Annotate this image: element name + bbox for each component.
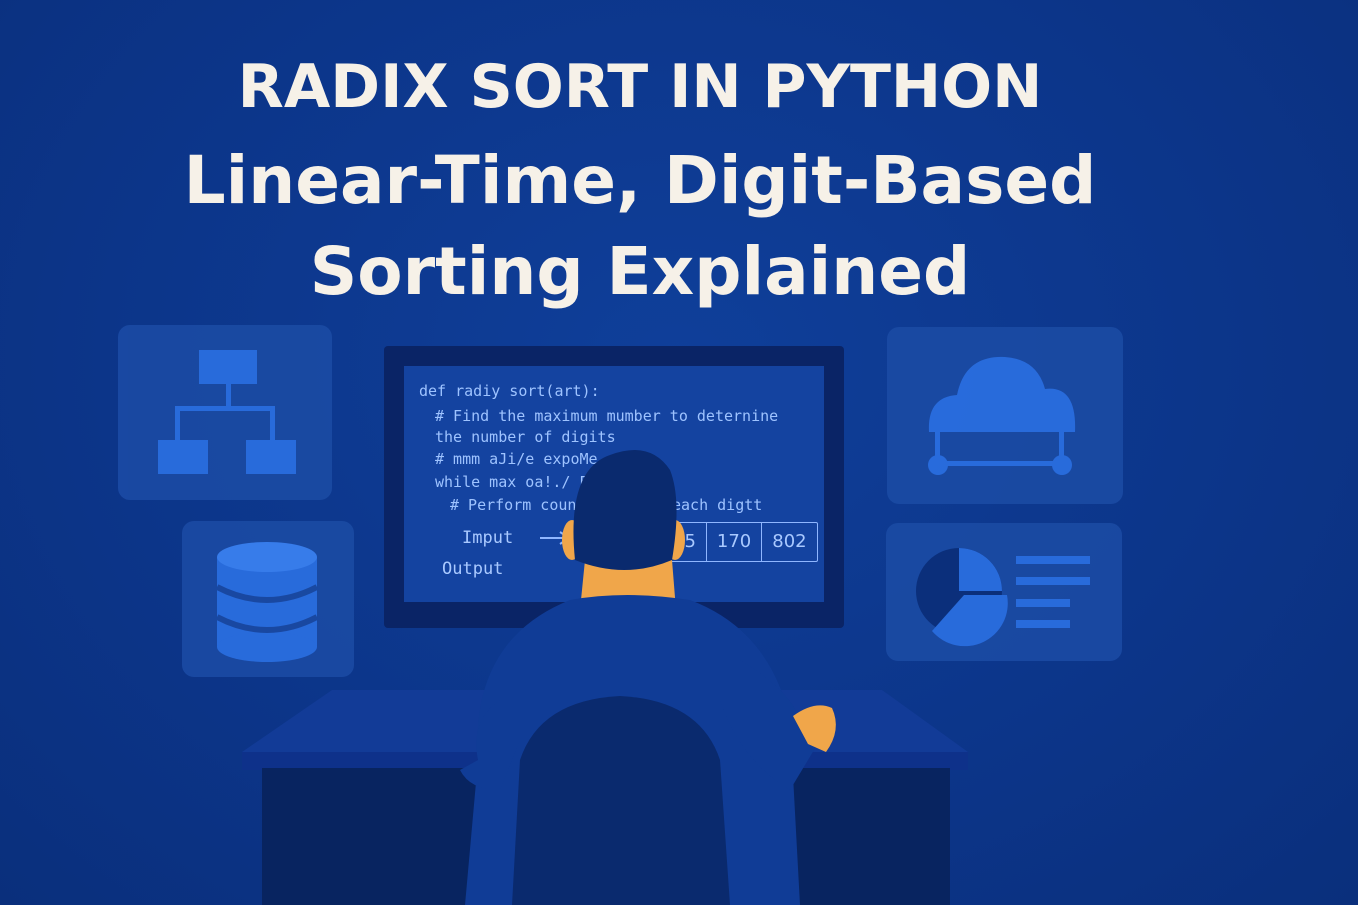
database-icon [215,542,319,662]
input-label: Imput [462,528,514,548]
title-line-2: Linear-Time, Digit-Based [183,142,1097,219]
title-line-1: RADIX SORT IN PYTHON [237,52,1043,122]
chart-panel [886,523,1122,661]
flowchart-icon [158,350,296,474]
database-panel [182,521,354,677]
code-line: the number of digits [435,428,616,446]
code-line: # Find the maximum mumber to deternine [435,407,779,425]
code-line: # Perform count [450,496,586,514]
code-line: each digtt [672,496,763,514]
array-cell: 170 [705,523,761,561]
code-line: while max oa!./ E [435,473,589,491]
code-line: # mmm aJi/e expoMe [435,450,598,468]
array-cell: 802 [761,523,816,561]
cloud-panel [887,327,1123,504]
pie-chart-icon [916,548,1090,647]
cloud-network-icon [928,356,1076,475]
output-label: Output [442,559,504,579]
title-line-3: Sorting Explained [309,233,971,310]
code-line: def radiy sort(art): [419,382,600,400]
flowchart-panel [118,325,332,500]
